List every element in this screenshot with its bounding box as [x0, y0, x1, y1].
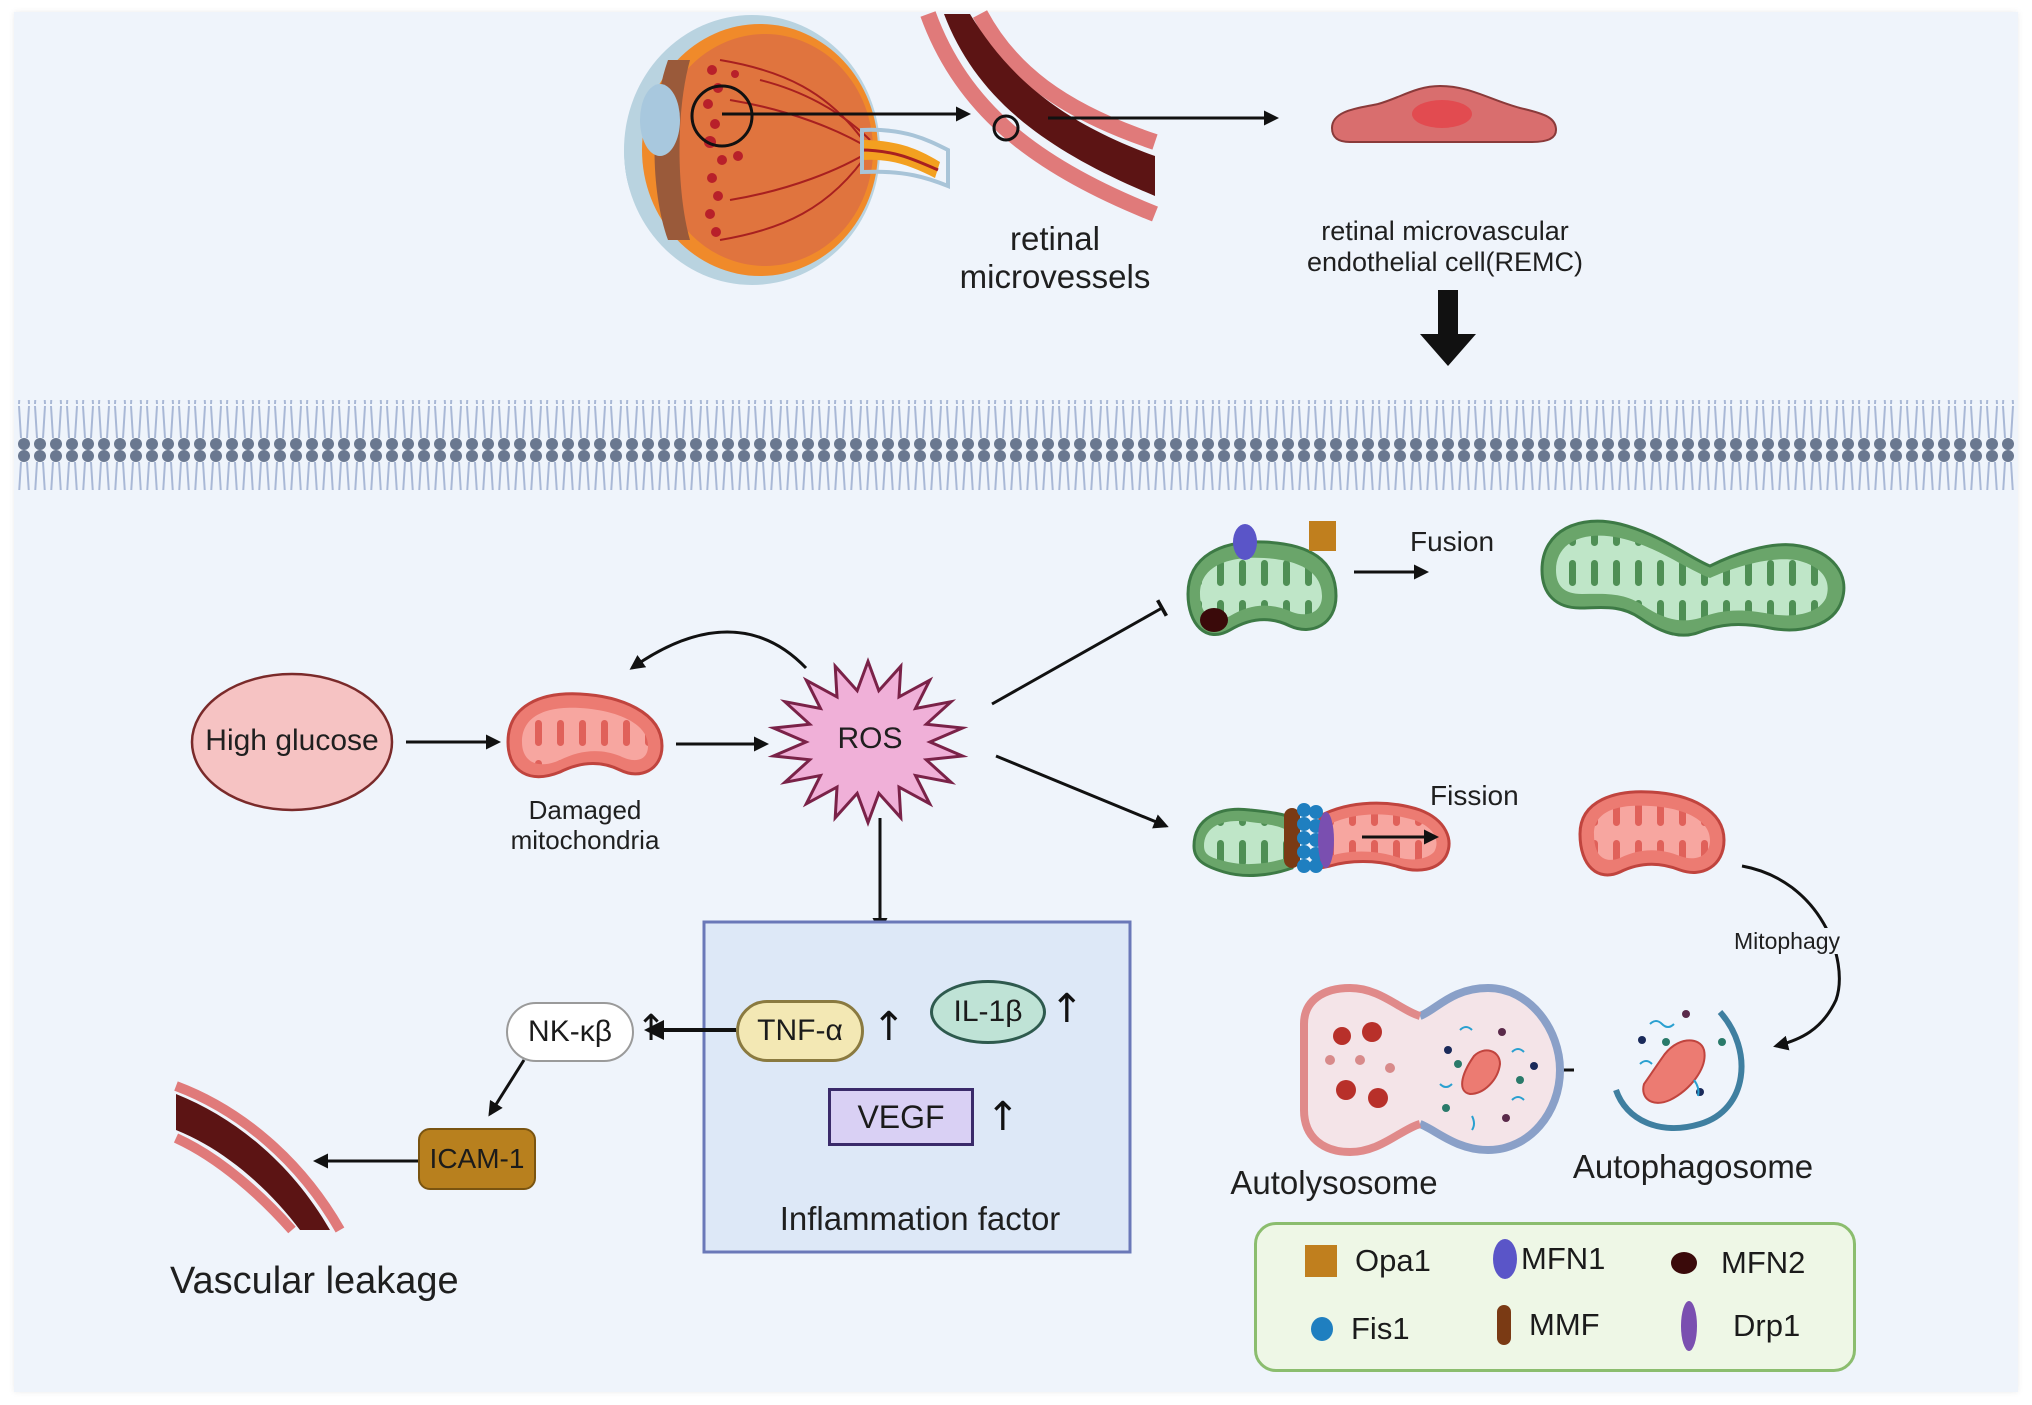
ros-starburst: [767, 657, 969, 827]
fis1-circle-icon: [1311, 1317, 1333, 1341]
mito-fragmented: [1578, 790, 1726, 877]
mito-fused: [1540, 519, 1846, 637]
legend-item-mmf: MMF: [1497, 1305, 1600, 1345]
retinal-vessel-illustration: [920, 10, 1158, 222]
legend-item-opa1: Opa1: [1305, 1243, 1431, 1279]
arrow-nfkb-to-icam: [488, 1059, 526, 1117]
legend-label: Fis1: [1351, 1311, 1410, 1346]
mito-pre-fusion: [1186, 521, 1338, 637]
mito-fission: [1192, 801, 1451, 877]
legend-label: MFN1: [1521, 1241, 1606, 1276]
curved-arrow-ros-to-mito: [629, 630, 808, 670]
cell-label-line2: endothelial cell(REMC): [1306, 247, 1584, 278]
leaky-vessel-illustration: [173, 1081, 345, 1234]
legend-item-mfn2: MFN2: [1671, 1245, 1805, 1281]
cell-label-line1: retinal microvascular: [1321, 216, 1569, 246]
legend-item-fis1: Fis1: [1311, 1311, 1410, 1347]
tnf-alpha-node: TNF-α: [736, 1000, 864, 1062]
eye-illustration: [624, 15, 950, 285]
vessel-label-line2: microvessels: [959, 257, 1151, 295]
arrow-mitophagy: [1741, 864, 1841, 1051]
il1b-up-arrow: ↑: [1050, 986, 1084, 1032]
damaged-mitochondrion: [506, 692, 664, 778]
legend-item-mfn1: MFN1: [1493, 1239, 1605, 1279]
endothelial-cell-illustration: [1330, 84, 1558, 143]
legend-label: MMF: [1529, 1307, 1600, 1342]
inhibit-ros-to-fusion: [991, 599, 1168, 706]
mfn1-ellipse-icon: [1493, 1239, 1517, 1279]
damaged-mito-label: Damaged mitochondria: [490, 795, 680, 856]
inflammation-box: [702, 920, 1132, 1254]
opa1-square-icon: [1305, 1245, 1337, 1277]
vascular-leakage-label: Vascular leakage: [170, 1260, 459, 1302]
arrow-ros-to-fission: [995, 754, 1169, 829]
autolysosome: [1300, 983, 1565, 1157]
il1b-node: IL-1β: [930, 980, 1046, 1044]
vessel-label: retinal microvessels: [940, 220, 1170, 296]
autolysosome-label: Autolysosome: [1230, 1164, 1438, 1201]
vegf-node: VEGF: [828, 1088, 974, 1146]
legend-label: Drp1: [1733, 1308, 1801, 1343]
legend-label: Opa1: [1355, 1243, 1431, 1278]
autophagosome: [1613, 1010, 1745, 1131]
fission-label: Fission: [1430, 780, 1519, 811]
drp1-ellipse-icon: [1681, 1301, 1697, 1351]
inflammation-title: Inflammation factor: [779, 1200, 1061, 1237]
vegf-up-arrow: ↑: [986, 1094, 1020, 1140]
mfn2-ellipse-icon: [1671, 1252, 1697, 1274]
damaged-mito-label-line1: Damaged: [528, 795, 642, 825]
ros-label: ROS: [837, 722, 903, 755]
legend-item-drp1: Drp1: [1681, 1301, 1800, 1351]
high-glucose-node: [190, 672, 394, 812]
autophagosome-label: Autophagosome: [1572, 1148, 1814, 1185]
damaged-mito-label-line2: mitochondria: [510, 824, 660, 855]
big-down-arrow: [1420, 290, 1476, 366]
cell-label: retinal microvascular endothelial cell(R…: [1290, 216, 1600, 278]
tnf-up-arrow: ↑: [872, 1004, 906, 1050]
icam1-node: ICAM-1: [418, 1128, 536, 1190]
mmf-pill-icon: [1497, 1305, 1511, 1345]
cell-membrane: [14, 400, 2018, 490]
fusion-label: Fusion: [1410, 526, 1495, 557]
nfkb-up-arrow: ↑: [636, 1008, 667, 1049]
vessel-label-line1: retinal: [1010, 220, 1100, 257]
high-glucose-label: High glucose: [205, 724, 379, 757]
legend-label: MFN2: [1721, 1245, 1806, 1280]
protein-legend: Opa1 MFN1 MFN2 Fis1 MMF Drp1: [1254, 1222, 1856, 1372]
mitophagy-label: Mitophagy: [1722, 928, 1852, 955]
nfkb-node: NK-κβ: [506, 1002, 634, 1062]
